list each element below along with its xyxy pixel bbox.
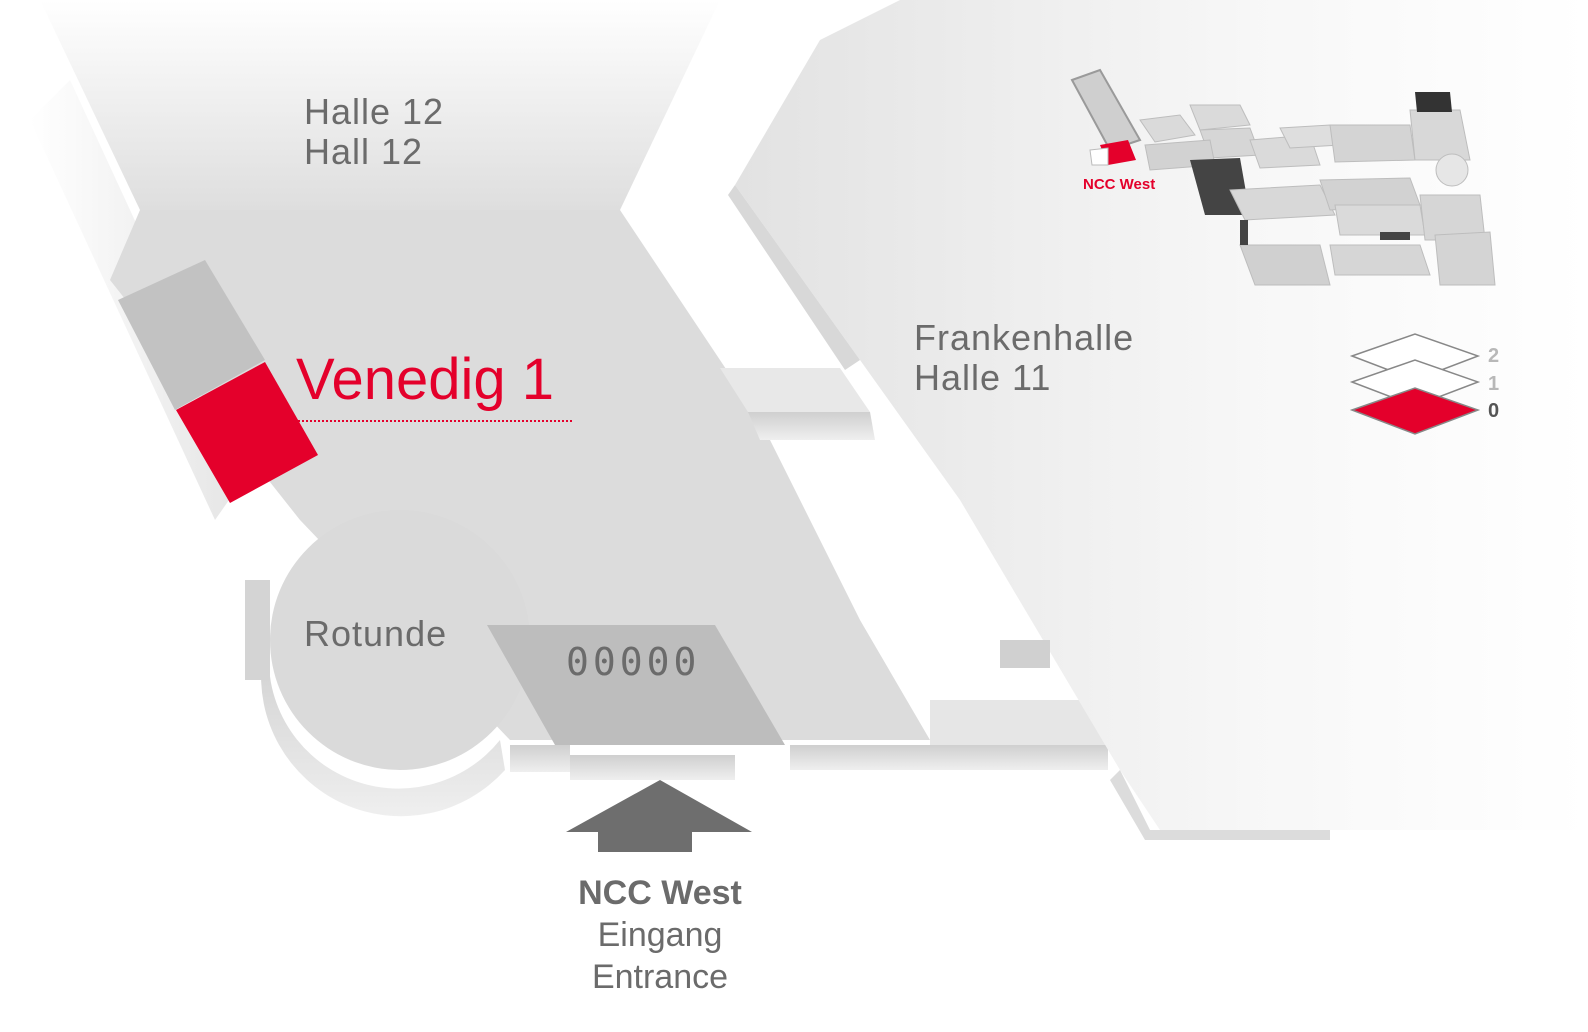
floor-1-label[interactable]: 1 <box>1488 373 1500 395</box>
up-arrow-icon <box>566 780 752 852</box>
floor-2-label[interactable]: 2 <box>1488 345 1500 367</box>
hall-12-label: Halle 12 Hall 12 <box>304 92 444 172</box>
venedig-1-room[interactable] <box>176 362 318 503</box>
hall-12-name-en: Hall 12 <box>304 131 424 172</box>
corridor-lower <box>930 700 1108 745</box>
frankenhalle-name: Frankenhalle <box>914 317 1135 358</box>
floor-selector[interactable] <box>1349 333 1481 435</box>
minimap-ncc-west-label: NCC West <box>1083 176 1156 193</box>
venue-underline <box>298 420 572 422</box>
venue-name[interactable]: Venedig 1 <box>296 347 555 412</box>
site-minimap <box>1070 68 1496 286</box>
adjacent-room <box>118 260 265 410</box>
floor-0-layer[interactable] <box>1349 387 1481 435</box>
entrance-label: NCC West Eingang Entrance <box>540 872 780 998</box>
entrance-name: NCC West <box>578 874 742 912</box>
room-code-label: 00000 <box>566 640 701 684</box>
entrance-line-de: Eingang <box>597 916 723 954</box>
rotunde-label: Rotunde <box>304 613 448 654</box>
rotunde-area <box>270 510 530 770</box>
main-floor <box>110 210 930 740</box>
frankenhalle-label: Frankenhalle Halle 11 <box>914 318 1134 398</box>
hall-11-name: Halle 11 <box>914 357 1052 398</box>
floor-0-label[interactable]: 0 <box>1488 400 1500 422</box>
room-block-00000 <box>487 625 785 745</box>
corridor-upper <box>720 368 870 412</box>
entrance-line-en: Entrance <box>591 958 729 996</box>
hall-12-name-de: Halle 12 <box>304 91 445 132</box>
hall-12-area <box>40 0 720 210</box>
